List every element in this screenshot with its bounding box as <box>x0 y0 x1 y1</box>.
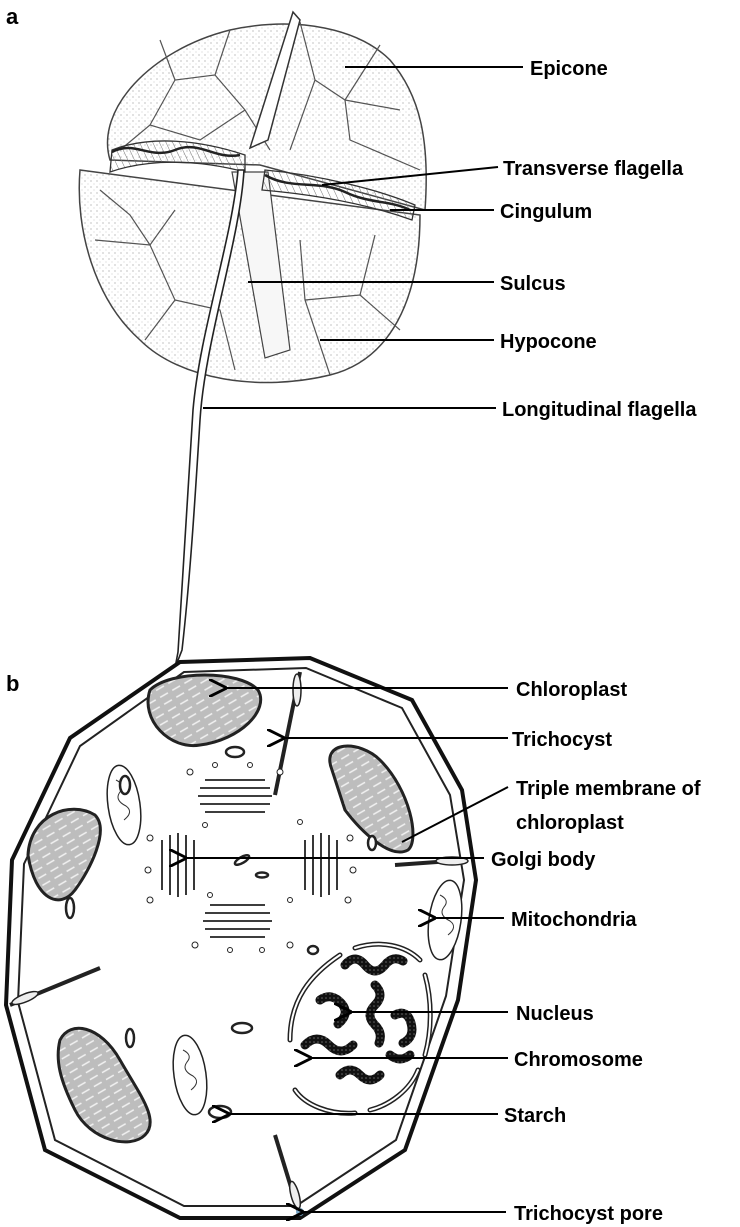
label-transverse-flagella: Transverse flagella <box>503 158 684 180</box>
label-trichocyst: Trichocyst <box>512 729 612 751</box>
labels-a: Epicone Transverse flagella Cingulum Sul… <box>500 58 697 421</box>
label-sulcus: Sulcus <box>500 273 566 295</box>
label-longitudinal-flagella: Longitudinal flagella <box>502 399 697 421</box>
cell-wall-outer <box>6 658 476 1218</box>
label-mitochondria: Mitochondria <box>511 909 637 931</box>
dinoflagellate-cell-internal <box>6 658 476 1218</box>
label-cingulum: Cingulum <box>500 201 592 223</box>
label-triple-membrane-line2: chloroplast <box>516 812 624 834</box>
label-epicone: Epicone <box>530 58 608 80</box>
label-hypocone: Hypocone <box>500 331 597 353</box>
label-trichocyst-pore: Trichocyst pore <box>514 1203 663 1225</box>
label-nucleus: Nucleus <box>516 1003 594 1025</box>
label-starch: Starch <box>504 1105 566 1127</box>
label-chromosome: Chromosome <box>514 1049 643 1071</box>
label-triple-membrane-line1: Triple membrane of <box>516 778 701 800</box>
starch-granule <box>209 1106 231 1118</box>
label-chloroplast: Chloroplast <box>516 679 627 701</box>
panel-letter-b: b <box>6 671 19 696</box>
panel-letter-a: a <box>6 4 19 29</box>
label-golgi-body: Golgi body <box>491 849 596 871</box>
labels-b: Chloroplast Trichocyst Triple membrane o… <box>491 679 701 1225</box>
